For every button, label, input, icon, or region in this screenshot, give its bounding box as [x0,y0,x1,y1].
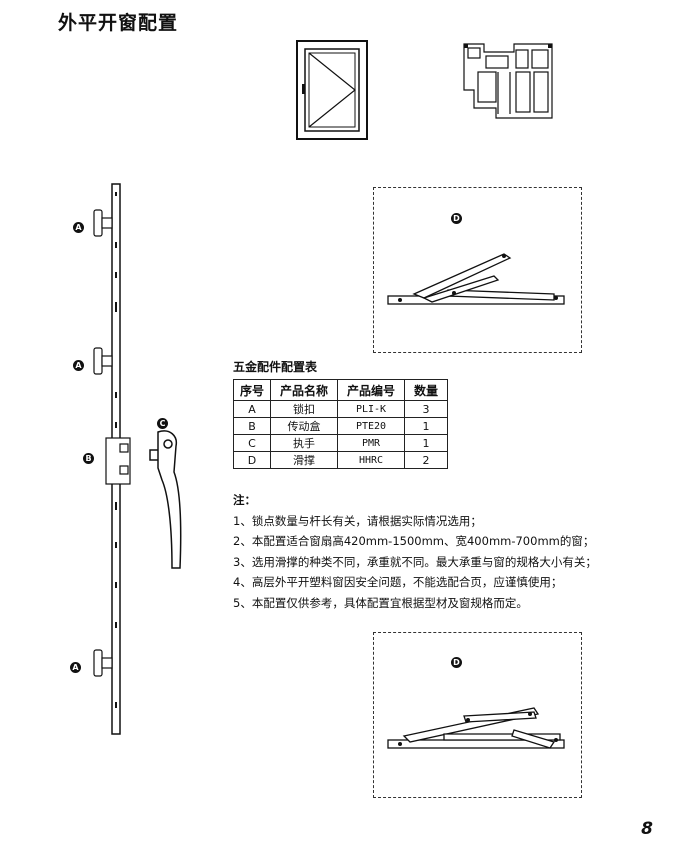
table-title: 五金配件配置表 [233,360,318,374]
marker-a-middle: A [73,360,84,371]
table-cell: C [233,434,271,452]
table-header-row: 序号 产品名称 产品编号 数量 [233,379,448,401]
note-item: 5、本配置仅供参考，具体配置宜根据型材及窗规格而定。 [233,595,528,610]
friction-stay-diagram-top [387,253,565,305]
table-cell: 执手 [270,434,338,452]
table-row: D 滑撑 HHRC 2 [233,451,448,469]
table-cell: D [233,451,271,469]
column-header: 产品名称 [270,379,338,401]
column-header: 产品编号 [337,379,405,401]
table-cell: PMR [337,434,405,452]
marker-b: B [83,453,94,464]
note-item: 3、选用滑撑的种类不同，承重就不同。最大承重与窗的规格大小有关； [233,554,597,569]
table-cell: 1 [404,434,448,452]
table-cell: HHRC [337,451,405,469]
page-number: 8 [641,819,653,839]
transmission-rod-diagram [93,183,131,735]
table-cell: 锁扣 [270,400,338,418]
marker-a-bottom: A [70,662,81,673]
table-cell: PLI-K [337,400,405,418]
notes-heading: 注： [233,493,256,507]
note-item: 4、高层外平开塑料窗因安全问题，不能选配合页，应谨慎使用； [233,575,563,589]
table-row: B 传动盒 PTE20 1 [233,417,448,435]
table-cell: A [233,400,271,418]
friction-stay-box-bottom [373,632,582,798]
friction-stay-box-top [373,187,582,353]
window-elevation-diagram [296,40,368,140]
column-header: 序号 [233,379,271,401]
notes-section: 注： 1、锁点数量与杆长有关，请根据实际情况选用； 2、本配置适合窗扇高420m… [233,490,597,613]
table-cell: 2 [404,451,448,469]
marker-d-top: D [451,213,462,224]
column-header: 数量 [404,379,448,401]
table-cell: 传动盒 [270,417,338,435]
table-cell: 3 [404,400,448,418]
table-row: A 锁扣 PLI-K 3 [233,400,448,418]
friction-stay-diagram-bottom [387,707,565,749]
table-cell: 滑撑 [270,451,338,469]
table-cell: 1 [404,417,448,435]
marker-d-bottom: D [451,657,462,668]
note-item: 1、锁点数量与杆长有关，请根据实际情况选用； [233,513,482,528]
marker-a-top: A [73,222,84,233]
page-title: 外平开窗配置 [58,12,179,34]
profile-section-diagram [463,43,553,119]
note-item: 2、本配置适合窗扇高420mm-1500mm、宽400mm-700mm的窗； [233,534,595,548]
table-row: C 执手 PMR 1 [233,434,448,452]
table-cell: B [233,417,271,435]
table-cell: PTE20 [337,417,405,435]
marker-c: C [157,418,168,429]
hardware-config-table: 序号 产品名称 产品编号 数量 A 锁扣 PLI-K 3 B 传动盒 PTE20… [233,379,448,469]
handle-diagram [149,430,182,569]
